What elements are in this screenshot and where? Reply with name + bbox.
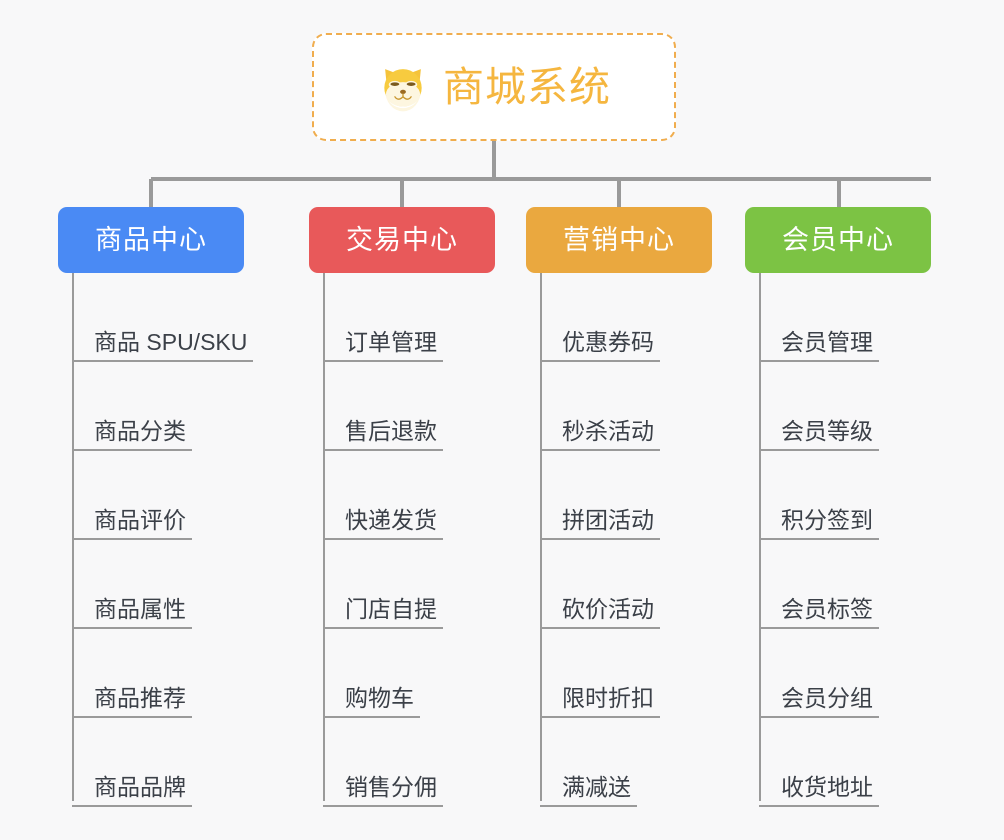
list-item[interactable]: 满减送 [526, 718, 756, 807]
leaf-label: 门店自提 [339, 596, 443, 629]
category-label: 交易中心 [346, 224, 458, 255]
leaf-label: 会员管理 [775, 329, 879, 362]
list-item[interactable]: 订单管理 [309, 273, 539, 362]
leaf-label: 收货地址 [775, 774, 879, 807]
category-box-product-center[interactable]: 商品中心 [58, 207, 244, 273]
leaf-label: 快递发货 [339, 507, 443, 540]
leaf-label: 拼团活动 [556, 507, 660, 540]
leaf-column-trade-center: 订单管理 售后退款 快递发货 门店自提 购物车 销售分佣 [309, 273, 539, 807]
leaf-label: 限时折扣 [556, 685, 660, 718]
leaf-label: 购物车 [339, 685, 420, 718]
leaf-label: 积分签到 [775, 507, 879, 540]
leaf-label: 售后退款 [339, 418, 443, 451]
leaf-label: 商品属性 [88, 596, 192, 629]
leaf-column-marketing-center: 优惠券码 秒杀活动 拼团活动 砍价活动 限时折扣 满减送 [526, 273, 756, 807]
list-item[interactable]: 售后退款 [309, 362, 539, 451]
list-item[interactable]: 会员管理 [745, 273, 975, 362]
list-item[interactable]: 会员标签 [745, 540, 975, 629]
list-item[interactable]: 会员等级 [745, 362, 975, 451]
leaf-column-member-center: 会员管理 会员等级 积分签到 会员标签 会员分组 收货地址 [745, 273, 975, 807]
leaf-column-product-center: 商品 SPU/SKU 商品分类 商品评价 商品属性 商品推荐 商品品牌 [58, 273, 288, 807]
leaf-label: 砍价活动 [556, 596, 660, 629]
list-item[interactable]: 砍价活动 [526, 540, 756, 629]
leaf-label: 订单管理 [339, 329, 443, 362]
category-box-marketing-center[interactable]: 营销中心 [526, 207, 712, 273]
leaf-label: 会员等级 [775, 418, 879, 451]
category-label: 商品中心 [95, 224, 207, 255]
category-box-member-center[interactable]: 会员中心 [745, 207, 931, 273]
list-item[interactable]: 商品属性 [58, 540, 288, 629]
shiba-dog-face-icon [384, 69, 422, 112]
root-node[interactable]: 商城系统 [312, 33, 676, 141]
list-item[interactable]: 商品评价 [58, 451, 288, 540]
leaf-label: 商品推荐 [88, 685, 192, 718]
list-item[interactable]: 优惠券码 [526, 273, 756, 362]
list-item[interactable]: 门店自提 [309, 540, 539, 629]
list-item[interactable]: 秒杀活动 [526, 362, 756, 451]
category-label: 会员中心 [782, 224, 894, 255]
leaf-label: 满减送 [556, 774, 637, 807]
leaf-label: 销售分佣 [339, 774, 443, 807]
list-item[interactable]: 收货地址 [745, 718, 975, 807]
leaf-label: 商品分类 [88, 418, 192, 451]
category-box-trade-center[interactable]: 交易中心 [309, 207, 495, 273]
category-label: 营销中心 [563, 224, 675, 255]
list-item[interactable]: 快递发货 [309, 451, 539, 540]
leaf-label: 商品 SPU/SKU [88, 329, 254, 362]
list-item[interactable]: 商品分类 [58, 362, 288, 451]
leaf-label: 商品品牌 [88, 774, 192, 807]
leaf-label: 优惠券码 [556, 329, 660, 362]
list-item[interactable]: 会员分组 [745, 629, 975, 718]
list-item[interactable]: 购物车 [309, 629, 539, 718]
list-item[interactable]: 销售分佣 [309, 718, 539, 807]
list-item[interactable]: 商品 SPU/SKU [58, 273, 288, 362]
leaf-label: 秒杀活动 [556, 418, 660, 451]
leaf-label: 商品评价 [88, 507, 192, 540]
list-item[interactable]: 拼团活动 [526, 451, 756, 540]
root-title: 商城系统 [443, 63, 611, 110]
leaf-label: 会员分组 [775, 685, 879, 718]
list-item[interactable]: 积分签到 [745, 451, 975, 540]
list-item[interactable]: 限时折扣 [526, 629, 756, 718]
list-item[interactable]: 商品推荐 [58, 629, 288, 718]
list-item[interactable]: 商品品牌 [58, 718, 288, 807]
leaf-label: 会员标签 [775, 596, 879, 629]
